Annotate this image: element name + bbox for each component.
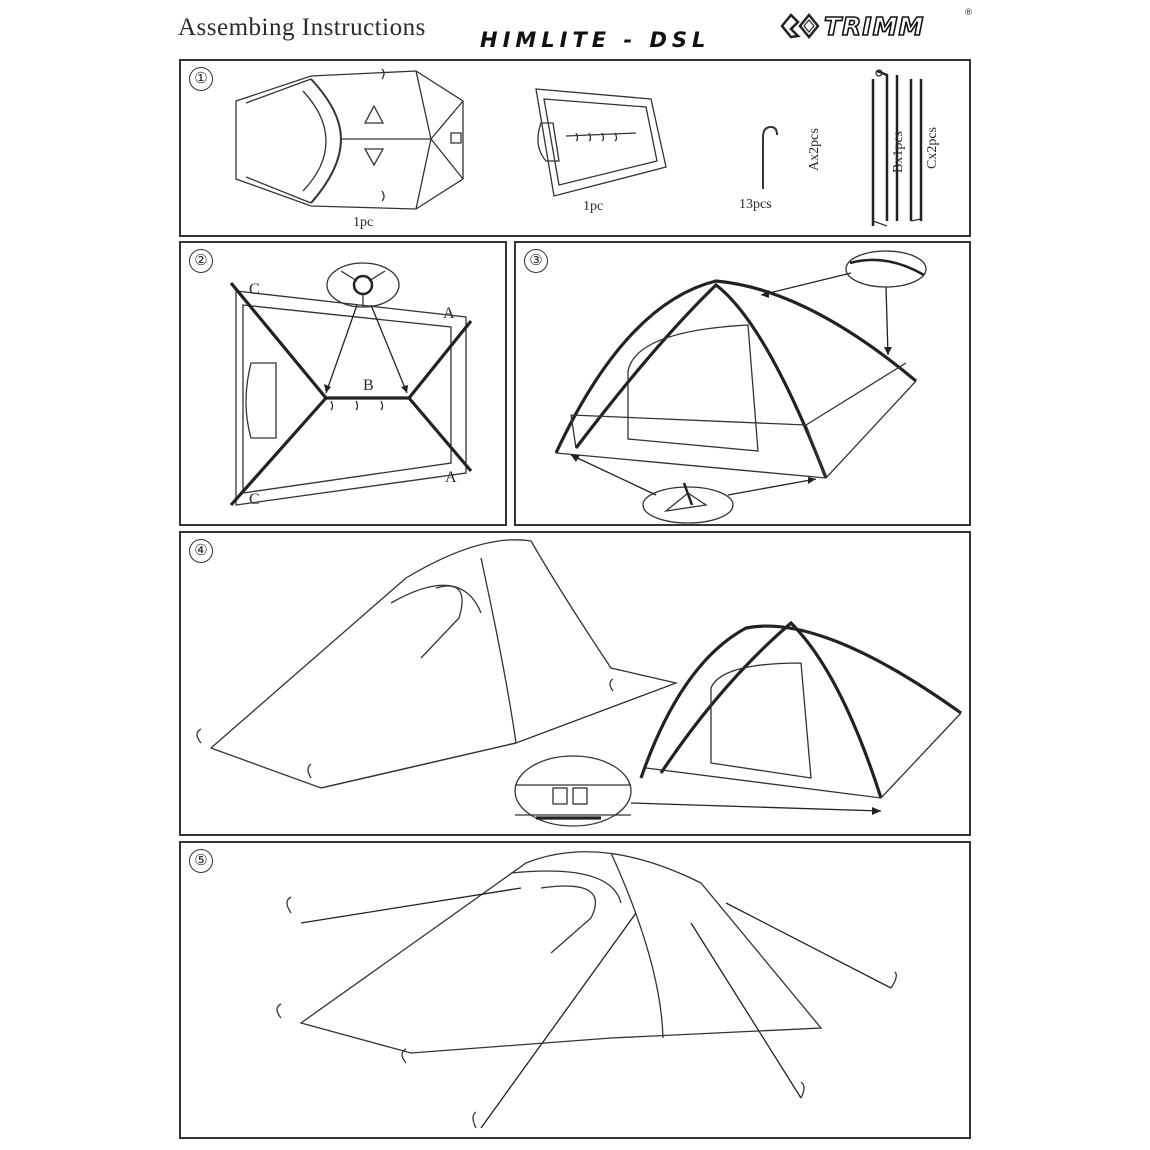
pole-label-c-bottom: C [249,491,260,508]
pole-label-a-bottom: A [445,469,457,486]
poles-icon [871,69,923,227]
inner-tent-quantity: 1pc [583,199,604,214]
pole-b-quantity: Bx1pcs [891,131,906,173]
pole-label-c-top: C [249,281,260,298]
peg-icon [762,125,778,189]
peg-detail-icon [642,482,734,524]
flysheet-cover-illustration [196,539,962,827]
guy-lines-illustration [276,851,897,1129]
brand-name: TRIMM [823,11,925,42]
hub-detail-icon [326,262,400,308]
pole-label-b: B [363,377,374,394]
brand-logo-icon [780,13,820,39]
step-5-panel: ⑤ [179,841,971,1139]
step-4-panel: ④ [179,531,971,836]
step-number: ⑤ [189,849,213,873]
step-number: ③ [524,249,548,273]
step-1-panel: ① [179,59,971,237]
model-name: HIMLITE - DSL [480,28,711,52]
pole-c-quantity: Cx2pcs [925,127,940,169]
step-3-panel: ③ [514,241,971,526]
pole-label-a-top: A [443,305,455,322]
parts-illustration [235,68,923,227]
brand-logo: TRIMM ® [778,8,978,44]
tent-flysheet-icon [235,68,464,210]
step-2-panel: ② C A B A C [179,241,507,526]
page-title: Assembing Instructions [178,14,426,41]
pole-a-quantity: Ax2pcs [807,128,822,171]
flysheet-quantity: 1pc [353,215,374,230]
clip-detail-icon [845,250,927,288]
tent-raising-illustration [554,250,927,524]
buckle-detail-icon [514,755,632,827]
brand-registered: ® [964,8,973,18]
step-number: ① [189,67,213,91]
step-number: ② [189,249,213,273]
pole-insertion-illustration [229,262,473,507]
step-number: ④ [189,539,213,563]
pegs-quantity: 13pcs [739,197,772,212]
inner-tent-icon [535,88,667,197]
